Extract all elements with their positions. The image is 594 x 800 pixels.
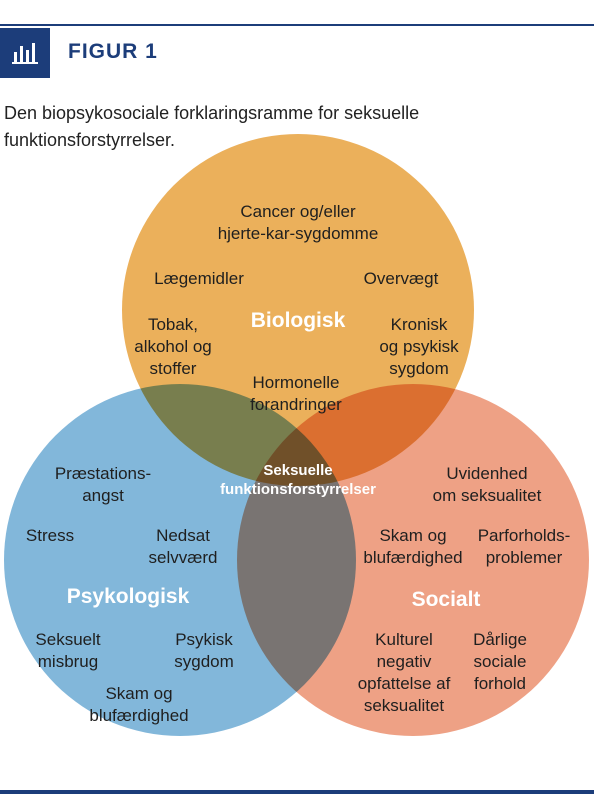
psyk-item-praestationsangst: Præstations-angst — [54, 464, 152, 505]
soc-item-parforhold: Parforholds-problemer — [477, 526, 571, 567]
bottom-rule — [0, 790, 594, 794]
bio-item-laegemidler: Lægemidler — [154, 269, 244, 288]
figure-label: FIGUR 1 — [68, 40, 158, 63]
socialt-title: Socialt — [411, 588, 481, 611]
psyk-item-stress: Stress — [25, 526, 75, 545]
top-rule — [0, 24, 594, 26]
bio-item-overvaegt: Overvægt — [363, 269, 439, 288]
psykologisk-title: Psykologisk — [66, 585, 190, 608]
socialt-circle — [237, 384, 589, 736]
bar-chart-icon — [0, 28, 50, 78]
biologisk-title: Biologisk — [250, 309, 346, 332]
figure-caption: Den biopsykosociale forklaringsramme for… — [4, 103, 420, 150]
